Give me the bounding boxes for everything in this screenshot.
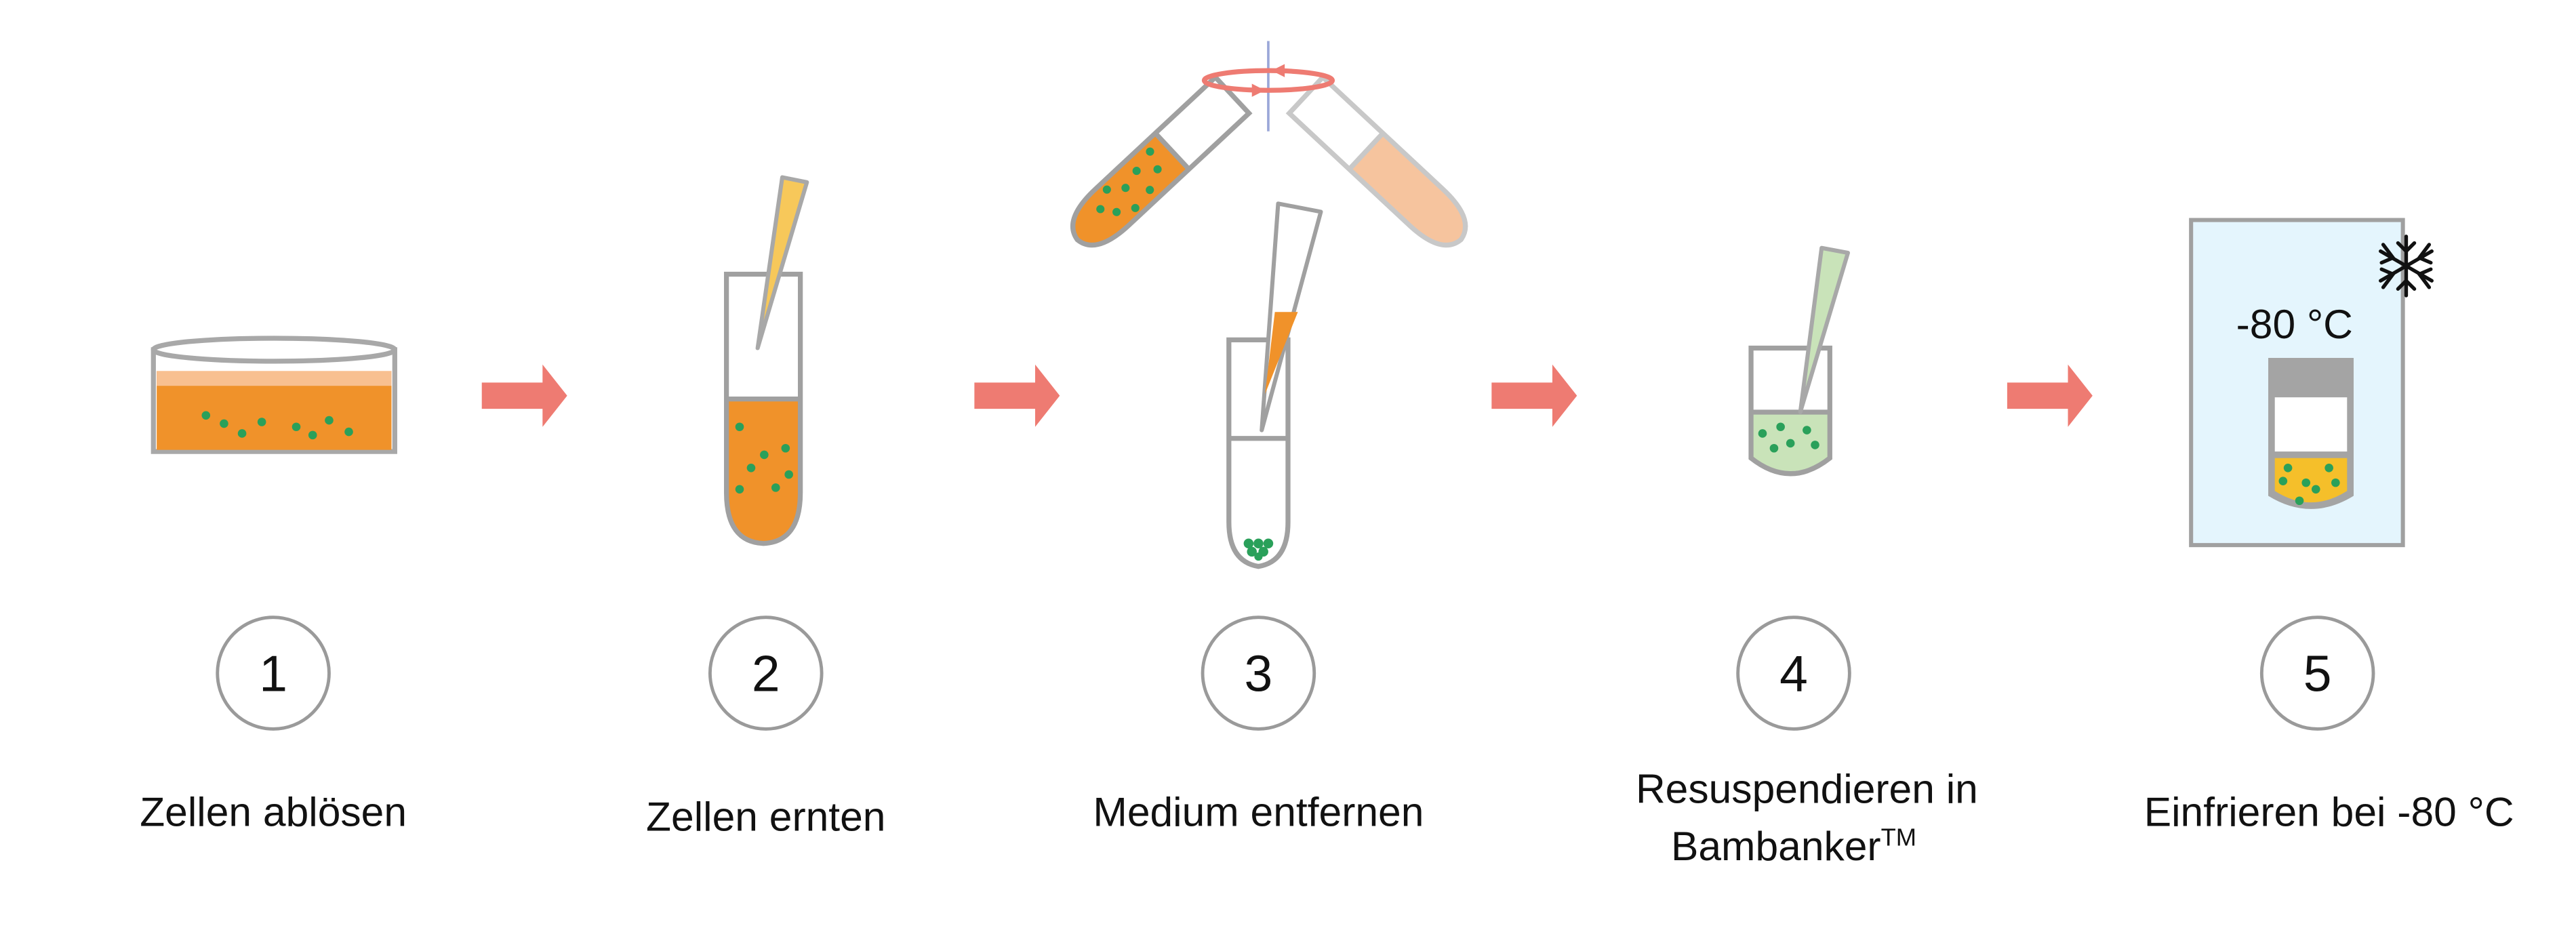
temperature-label: -80 °C [2236,301,2353,347]
cells [735,422,793,494]
cryovial [2268,358,2354,509]
cells [201,411,353,440]
pipette-tip [755,175,809,350]
step-number: 4 [1779,645,1808,702]
step-5-badge: 5 [2259,615,2375,731]
arrow-4-5 [2007,364,2093,427]
step-1-badge: 1 [216,615,331,731]
resuspension-tube [1748,245,1850,477]
arrow-3-4 [1491,364,1577,427]
culture-dish [150,336,397,454]
arrow-1-2 [481,364,567,427]
step-number: 1 [259,645,287,702]
centrifuge-tube-before [1070,73,1253,248]
step-5-label: Einfrieren bei -80 °C [2144,788,2514,834]
step-number: 3 [1245,645,1273,702]
freezer-box: -80 °C [2189,218,2434,548]
rotation-icon [1201,41,1335,132]
arrow-2-3 [974,364,1060,427]
step-3-label: Medium entfernen [1093,788,1424,834]
cells [1758,422,1819,453]
step-number: 5 [2303,645,2332,702]
harvest-tube [723,175,809,546]
step-1-label: Zellen ablösen [140,788,407,834]
trademark-sup: TM [1881,823,1916,851]
centrifuge-illustration [1070,41,1468,569]
step-4-badge: 4 [1736,615,1851,731]
pellet-tube [1226,201,1323,569]
step-number: 2 [752,645,780,702]
step-2-badge: 2 [708,615,824,731]
cell-pellet [1243,538,1274,561]
pipette-tip [1798,245,1850,414]
step-4-label-line2: BambankerTM [1671,823,1916,869]
centrifuge-tube-after [1285,73,1468,248]
step-2-label: Zellen ernten [646,794,885,840]
step-4-label-line1: Resuspendieren in [1636,765,1978,811]
product-name: Bambanker [1671,823,1881,869]
step-3-badge: 3 [1201,615,1316,731]
snowflake-icon [2379,235,2434,298]
